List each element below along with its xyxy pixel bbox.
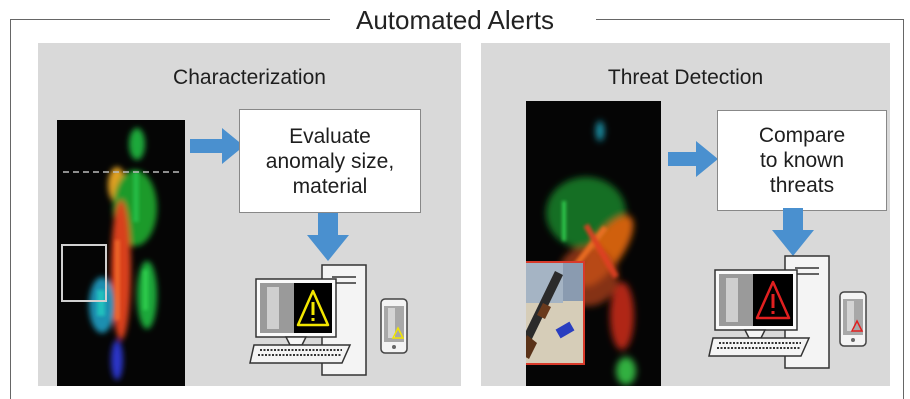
smartphone-icon [380,298,408,354]
evaluate-anomaly-box: Evaluate anomaly size, material [239,109,421,213]
weapon-photo-graphic [526,263,583,363]
warning-triangle-red-icon [773,283,774,284]
concealed-weapon-photo [526,261,585,365]
frame-top-left-line [10,19,330,20]
frame-left-line [10,19,11,399]
threat-detection-title: Threat Detection [607,66,764,89]
arrow-right-icon [190,128,244,164]
desktop-computer-icon [249,264,367,376]
arrow-down-icon [307,213,349,261]
arrow-right-icon [668,141,718,177]
smartphone-icon [839,291,867,347]
threat-scan-image [526,101,661,386]
characterization-panel: Characterization [38,43,461,386]
arrow-down-icon [772,208,814,256]
frame-right-line [903,19,904,399]
anomaly-selection-box [61,244,107,302]
compare-threats-box: Compare to known threats [717,110,887,211]
characterization-title: Characterization [173,66,326,89]
warning-triangle-yellow-icon [306,291,307,292]
body-scan-graphic [89,128,157,380]
threat-scan-graphic [546,121,636,385]
body-scan-image [57,120,185,386]
desktop-computer-icon [708,255,830,369]
figure-title: Automated Alerts [0,5,910,35]
frame-top-right-line [596,19,904,20]
threat-detection-panel: Threat Detection [481,43,890,386]
